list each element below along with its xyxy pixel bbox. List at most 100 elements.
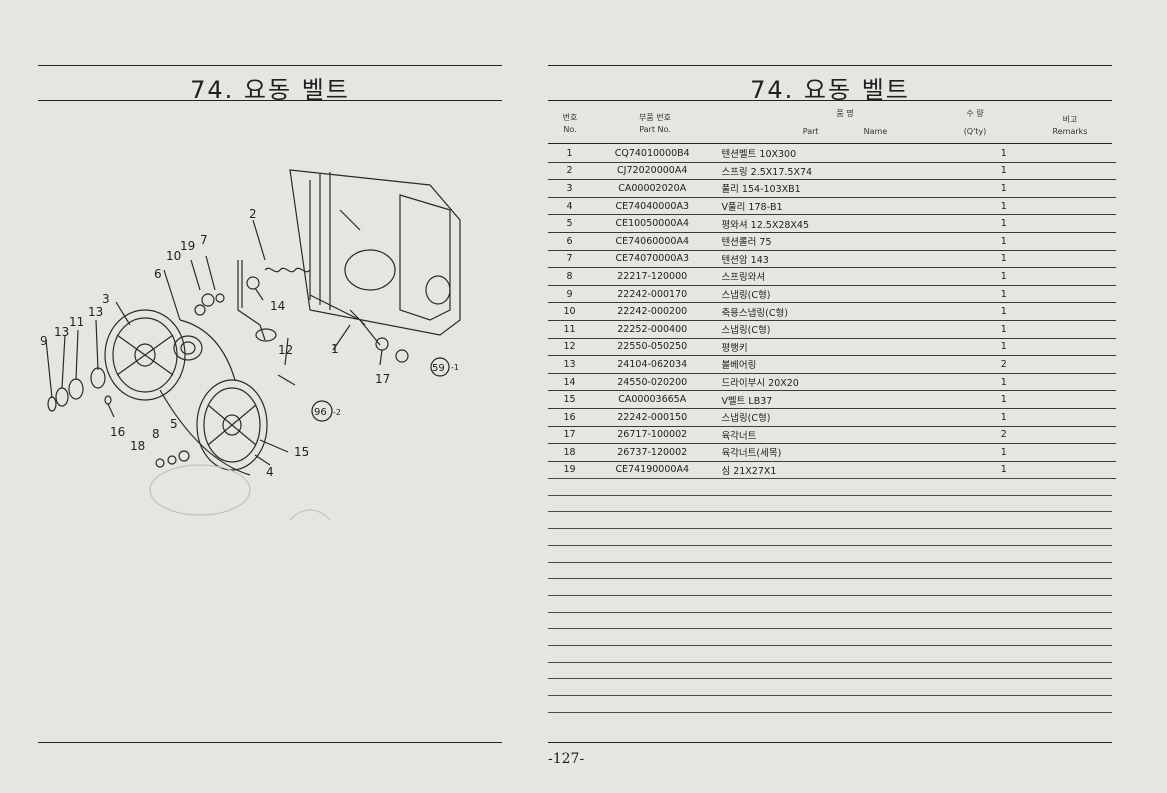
row-remarks: [1044, 285, 1116, 304]
row-part-name: 평행키: [713, 338, 964, 357]
row-remarks: [1044, 461, 1116, 480]
row-remarks: [1044, 373, 1116, 392]
callout-18: 18: [130, 439, 145, 453]
row-quantity: 1: [963, 232, 1045, 251]
row-remarks: [1044, 426, 1116, 445]
row-number: 16: [548, 408, 592, 427]
spring-part: [264, 267, 311, 273]
header-remarks-en: Remarks: [1052, 127, 1088, 136]
svg-text:-1: -1: [451, 363, 459, 372]
bush-14: [246, 276, 260, 290]
header-no-ko: 번호: [562, 113, 578, 122]
blank-row-line: [548, 662, 1112, 663]
blank-row-line: [548, 528, 1112, 529]
key-12: [277, 374, 296, 386]
header-name-ko: 품 명: [836, 109, 854, 118]
callout-5: 5: [170, 417, 178, 431]
row-remarks: [1044, 302, 1116, 321]
shim-7: [215, 293, 225, 303]
tension-roller: [173, 335, 203, 361]
row-part-number: 22550-050250: [591, 338, 714, 357]
row-part-number: CE74040000A3: [591, 197, 714, 216]
svg-text:96: 96: [314, 407, 327, 418]
blank-row-line: [548, 595, 1112, 596]
nut-18: [155, 458, 165, 468]
header-qty-ko: 수 량: [966, 109, 984, 118]
callout-8: 8: [152, 427, 160, 441]
row-quantity: 1: [963, 408, 1045, 427]
row-quantity: 1: [963, 214, 1045, 233]
header-remarks-ko: 비고: [1062, 115, 1078, 124]
row-remarks: [1044, 145, 1116, 163]
right-footer-rule: [548, 742, 1112, 743]
row-part-number: 26737-120002: [591, 443, 714, 462]
header-name-en-part: Part: [802, 127, 819, 136]
row-remarks: [1044, 232, 1116, 251]
row-part-name: 축용스냅링(C형): [713, 302, 964, 321]
row-remarks: [1044, 267, 1116, 286]
header-part-ko: 부품 번호: [639, 113, 671, 122]
row-quantity: 1: [963, 443, 1045, 462]
blank-row-line: [548, 628, 1112, 629]
callout-13b: 13: [54, 325, 69, 339]
blank-row-line: [548, 645, 1112, 646]
blank-row-line: [548, 695, 1112, 696]
row-number: 13: [548, 355, 592, 374]
row-part-number: 22242-000150: [591, 408, 714, 427]
row-part-name: 텐션암 143: [713, 250, 964, 269]
row-number: 2: [548, 162, 592, 181]
row-remarks: [1044, 408, 1116, 427]
row-number: 11: [548, 320, 592, 339]
row-number: 3: [548, 179, 592, 198]
callout-1: 1: [331, 342, 339, 356]
row-quantity: 1: [963, 338, 1045, 357]
callout-7: 7: [200, 233, 208, 247]
snap-ring-11: [68, 378, 84, 400]
callout-11: 11: [69, 315, 84, 329]
row-number: 19: [548, 461, 592, 480]
bearing-13a: [55, 387, 69, 407]
nut-17b: [395, 349, 409, 363]
left-footer-rule: [38, 742, 502, 743]
title-bottom-rule: [548, 100, 1112, 101]
row-part-number: 24550-020200: [591, 373, 714, 392]
title-bottom-rule: [38, 100, 502, 101]
row-quantity: 2: [963, 426, 1045, 445]
row-remarks: [1044, 250, 1116, 269]
row-quantity: 2: [963, 355, 1045, 374]
row-part-name: 풀리 154-103XB1: [713, 179, 964, 198]
header-qty-en: (Q'ty): [963, 127, 987, 136]
row-quantity: 1: [963, 145, 1045, 163]
blank-row-line: [548, 545, 1112, 546]
header-rule: [548, 143, 1112, 144]
row-number: 10: [548, 302, 592, 321]
callout-6: 6: [154, 267, 162, 281]
header-part-en: Part No.: [639, 125, 671, 134]
row-part-number: CA00002020A: [591, 179, 714, 198]
blank-row-line: [548, 511, 1112, 512]
row-part-number: CE10050000A4: [591, 214, 714, 233]
blank-row-line: [548, 495, 1112, 496]
row-part-name: 육각너트: [713, 426, 964, 445]
ref-circle-59: 59 -1: [430, 357, 459, 377]
row-part-number: CA00003665A: [591, 390, 714, 409]
row-part-name: 심 21X27X1: [713, 461, 964, 480]
header-remarks: 비고 Remarks: [1030, 114, 1110, 138]
v-pulley: [196, 379, 268, 471]
row-number: 5: [548, 214, 592, 233]
row-part-number: CE74190000A4: [591, 461, 714, 480]
callout-13a: 13: [88, 305, 103, 319]
row-number: 4: [548, 197, 592, 216]
